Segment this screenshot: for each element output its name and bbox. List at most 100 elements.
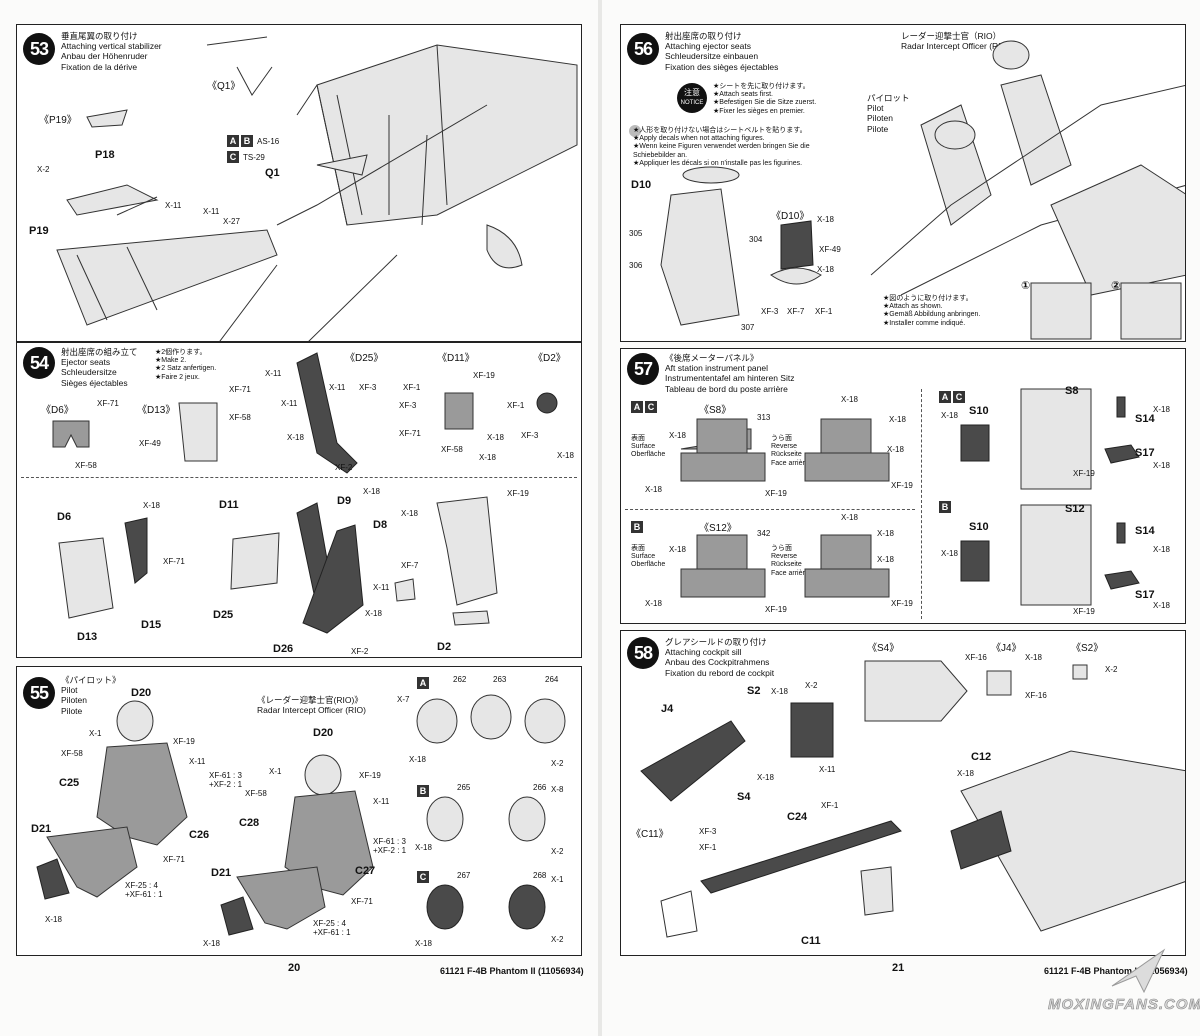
paint-x18: X-18 bbox=[143, 501, 160, 510]
paint-x18: X-18 bbox=[487, 433, 504, 442]
surface-label: 表面 Surface Oberfläche bbox=[631, 435, 665, 460]
paint-x1: X-1 bbox=[89, 729, 102, 738]
paint-x11: X-11 bbox=[281, 399, 298, 408]
paint-xf19: XF-19 bbox=[765, 605, 787, 614]
divider bbox=[625, 509, 915, 510]
title-en: Attaching cockpit sill bbox=[665, 647, 742, 658]
paint-xf2: XF-2 bbox=[351, 647, 369, 656]
part-d8: D8 bbox=[373, 519, 388, 531]
paint-mix: XF-25 : 4 bbox=[313, 919, 346, 928]
title-de: Piloten bbox=[61, 695, 87, 706]
step-title: グレアシールドの取り付け Attaching cockpit sill Anba… bbox=[665, 637, 774, 678]
part-d15: D15 bbox=[141, 619, 162, 631]
version-a-badge: A bbox=[417, 677, 429, 689]
rio-en: Radar Intercept Officer (RIO) bbox=[257, 705, 366, 716]
title-fr: Fixation de la dérive bbox=[61, 61, 138, 72]
paint-xf71: XF-71 bbox=[163, 557, 185, 566]
notice-badge: 注意 NOTICE bbox=[677, 83, 707, 113]
title-fr: Sièges éjectables bbox=[61, 377, 128, 388]
rio-jp: レーダー迎撃士官（RIO） bbox=[901, 31, 1002, 41]
decal-306: 306 bbox=[629, 261, 643, 270]
paint-x18: X-18 bbox=[841, 513, 858, 522]
paint-xf1: XF-1 bbox=[507, 401, 525, 410]
decal-342: 342 bbox=[757, 529, 771, 538]
version-a-badge: A bbox=[227, 135, 239, 147]
label-line: Face arrière bbox=[771, 569, 809, 577]
paint-x18: X-18 bbox=[45, 915, 62, 924]
paint-mix: +XF-61 : 1 bbox=[313, 928, 351, 937]
decal-263: 263 bbox=[493, 675, 507, 684]
paint-x2: X-2 bbox=[1105, 665, 1118, 674]
paint-xf3: XF-3 bbox=[399, 401, 417, 410]
paint-x18: X-18 bbox=[771, 687, 788, 696]
note-line: ★Fixer les sièges en premier. bbox=[713, 107, 805, 115]
paint-xf58: XF-58 bbox=[245, 789, 267, 798]
label-line: Rückseite bbox=[771, 561, 802, 569]
part-c11: C11 bbox=[801, 935, 821, 947]
decal-icon bbox=[629, 125, 641, 137]
version-a-badge: A bbox=[939, 391, 951, 403]
paint-xf58: XF-58 bbox=[61, 749, 83, 758]
part-s8: S8 bbox=[1065, 385, 1079, 397]
part-s2: S2 bbox=[747, 685, 761, 697]
title-jp: 射出座席の組み立て bbox=[61, 347, 138, 357]
part-s17: S17 bbox=[1135, 589, 1155, 601]
paint-xf71: XF-71 bbox=[229, 385, 251, 394]
paint-x18: X-18 bbox=[877, 529, 894, 538]
paint-xf58: XF-58 bbox=[229, 413, 251, 422]
version-c-badge: C bbox=[645, 401, 657, 413]
note-line: ★Befestigen Sie die Sitze zuerst. bbox=[713, 99, 817, 107]
label-s12-bracket: 《S12》 bbox=[699, 523, 737, 534]
step-number: 55 bbox=[23, 677, 55, 709]
part-j4: J4 bbox=[661, 703, 674, 715]
note-line: ★2個作ります。 bbox=[155, 349, 207, 356]
paint-xf7: XF-7 bbox=[787, 307, 805, 316]
pilot-label: パイロット Pilot Piloten Pilote bbox=[867, 93, 910, 134]
paint-x18: X-18 bbox=[841, 395, 858, 404]
label-d2-bracket: 《D2》 bbox=[533, 353, 566, 364]
label-line: Surface bbox=[631, 443, 656, 451]
note-line: ★Attach seats first. bbox=[713, 91, 773, 99]
label-line: Oberfläche bbox=[631, 561, 666, 569]
paint-xf19: XF-19 bbox=[891, 481, 913, 490]
label-s2-bracket: 《S2》 bbox=[1071, 643, 1104, 654]
note-line: ★シートを先に取り付けます。 bbox=[713, 83, 810, 90]
surface-label: 表面 Surface Oberfläche bbox=[631, 545, 665, 570]
paint-xf19: XF-19 bbox=[507, 489, 529, 498]
version-c-badge: C bbox=[227, 151, 239, 163]
label-j4-bracket: 《J4》 bbox=[991, 643, 1022, 654]
label-line: Reverse bbox=[771, 553, 798, 561]
paint-xf1: XF-1 bbox=[821, 801, 839, 810]
label-q1-bracket: 《Q1》 bbox=[207, 81, 241, 92]
paint-xf1: XF-1 bbox=[815, 307, 833, 316]
label-line: Surface bbox=[631, 553, 656, 561]
page-gutter bbox=[598, 0, 602, 1036]
version-b-badge: B bbox=[241, 135, 253, 147]
paint-x11: X-11 bbox=[373, 797, 390, 806]
note-line: ★人形を取り付けない場合はシートベルトを貼ります。 bbox=[633, 127, 807, 134]
paint-xf58: XF-58 bbox=[441, 445, 463, 454]
label-d6-bracket: 《D6》 bbox=[41, 405, 74, 416]
paint-x18: X-18 bbox=[1153, 405, 1170, 414]
paint-xf49: XF-49 bbox=[139, 439, 161, 448]
paint-xf1: XF-1 bbox=[403, 383, 421, 392]
step-title: 射出座席の組み立て Ejector seats Schleudersitze S… bbox=[61, 347, 138, 388]
title-en: Attaching vertical stabilizer bbox=[61, 41, 162, 52]
note-line: ★Attach as shown. bbox=[883, 303, 943, 311]
paint-x11: X-11 bbox=[819, 765, 836, 774]
paint-x2: X-2 bbox=[551, 847, 564, 856]
paint-mix: +XF-61 : 1 bbox=[125, 890, 163, 899]
paint-xf3: XF-3 bbox=[359, 383, 377, 392]
rio-en: Radar Intercept Officer (RIO) bbox=[901, 41, 1010, 52]
pilot-fr: Pilote bbox=[867, 123, 889, 134]
paint-x18: X-18 bbox=[1025, 653, 1042, 662]
part-s14: S14 bbox=[1135, 525, 1155, 537]
part-c28: C28 bbox=[239, 817, 260, 829]
title-en: Attaching ejector seats bbox=[665, 41, 751, 52]
pilot-de: Piloten bbox=[867, 113, 893, 124]
decal-268: 268 bbox=[533, 871, 547, 880]
paint-x8: X-8 bbox=[551, 785, 564, 794]
label-line: Rückseite bbox=[771, 451, 802, 459]
note-line: ★Wenn keine Figuren verwendet werden bri… bbox=[633, 143, 810, 151]
paint-mix: +XF-2 : 1 bbox=[373, 846, 407, 855]
